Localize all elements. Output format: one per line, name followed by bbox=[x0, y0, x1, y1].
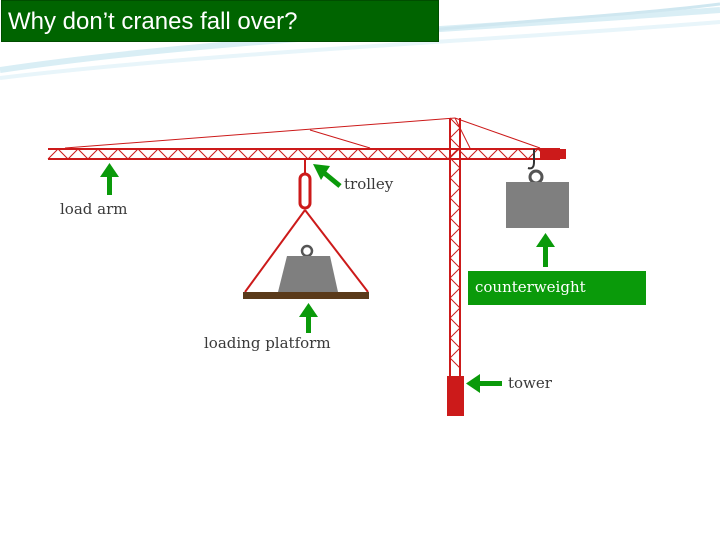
load-arm-jib bbox=[47, 148, 560, 160]
slide-title: Why don’t cranes fall over? bbox=[1, 0, 439, 42]
counterweight-assembly bbox=[506, 149, 569, 228]
crane-drawing bbox=[47, 117, 569, 416]
jib-tie-cables bbox=[64, 117, 541, 149]
label-tower: tower bbox=[508, 374, 552, 392]
arrow-load-arm bbox=[100, 163, 119, 195]
tower-lattice bbox=[449, 117, 461, 378]
arrow-counterweight bbox=[536, 233, 555, 267]
label-counterweight: counterweight bbox=[468, 271, 646, 305]
loading-platform bbox=[243, 292, 369, 299]
label-load-arm: load arm bbox=[60, 200, 128, 218]
load-weight bbox=[278, 244, 338, 292]
counter-jib-end bbox=[540, 149, 566, 159]
arrow-loading-platform bbox=[299, 303, 318, 333]
platform-slings bbox=[244, 209, 369, 293]
tower-base bbox=[447, 376, 464, 416]
label-trolley: trolley bbox=[344, 175, 394, 193]
crane-diagram: load arm trolley counterweight loading p… bbox=[40, 100, 654, 418]
trolley-hook bbox=[298, 159, 312, 210]
label-loading-platform: loading platform bbox=[204, 334, 331, 352]
arrow-trolley bbox=[313, 164, 342, 188]
arrow-tower bbox=[466, 374, 502, 393]
